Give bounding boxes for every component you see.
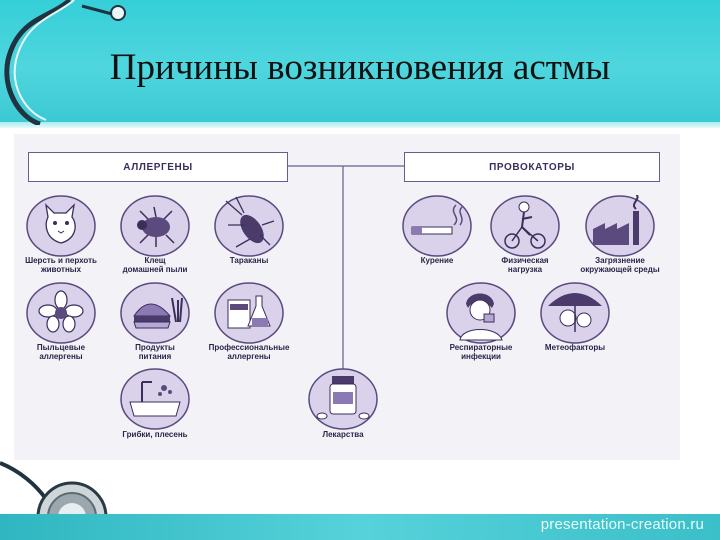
food-icon bbox=[120, 282, 190, 344]
site-watermark: presentation-creation.ru bbox=[540, 516, 704, 533]
smoking-icon bbox=[402, 195, 472, 257]
header-stripe bbox=[0, 122, 720, 128]
medicine-jar-icon bbox=[308, 368, 378, 430]
center-label-medicine: Лекарства bbox=[322, 430, 364, 439]
provokers-header: ПРОВОКАТОРЫ bbox=[404, 152, 660, 182]
factory-pollution-icon bbox=[585, 195, 655, 257]
allergen-label-mite: Клещ домашней пыли bbox=[122, 256, 188, 274]
footer-band bbox=[0, 514, 720, 540]
weather-umbrella-icon bbox=[540, 282, 610, 344]
slide-title: Причины возникновения астмы bbox=[109, 47, 611, 88]
allergens-header: АЛЛЕРГЕНЫ bbox=[28, 152, 288, 182]
provoker-label-pollution: Загрязнение окружающей среды bbox=[580, 256, 660, 274]
provoker-label-smoking: Курение bbox=[420, 256, 454, 265]
dust-mite-icon bbox=[120, 195, 190, 257]
allergen-label-cockroach: Тараканы bbox=[229, 256, 269, 265]
allergen-label-occupational: Профессиональные аллергены bbox=[208, 343, 290, 361]
allergen-label-fur: Шерсть и перхоть животных bbox=[25, 256, 97, 274]
sick-person-icon bbox=[446, 282, 516, 344]
allergen-label-pollen: Пыльцевые аллергены bbox=[36, 343, 86, 361]
provoker-label-exercise: Физическая нагрузка bbox=[501, 256, 549, 274]
exercise-bike-icon bbox=[490, 195, 560, 257]
workplace-chemicals-icon bbox=[214, 282, 284, 344]
flower-pollen-icon bbox=[26, 282, 96, 344]
cockroach-icon bbox=[214, 195, 284, 257]
provoker-label-weather: Метеофакторы bbox=[544, 343, 606, 352]
allergen-label-mold: Грибки, плесень bbox=[122, 430, 188, 439]
stethoscope-icon bbox=[4, 0, 126, 125]
provoker-label-infection: Респираторные инфекции bbox=[449, 343, 513, 361]
allergen-label-food: Продукты питания bbox=[135, 343, 175, 361]
cat-icon bbox=[26, 195, 96, 257]
mold-bathroom-icon bbox=[120, 368, 190, 430]
diagram-connectors bbox=[286, 165, 404, 370]
